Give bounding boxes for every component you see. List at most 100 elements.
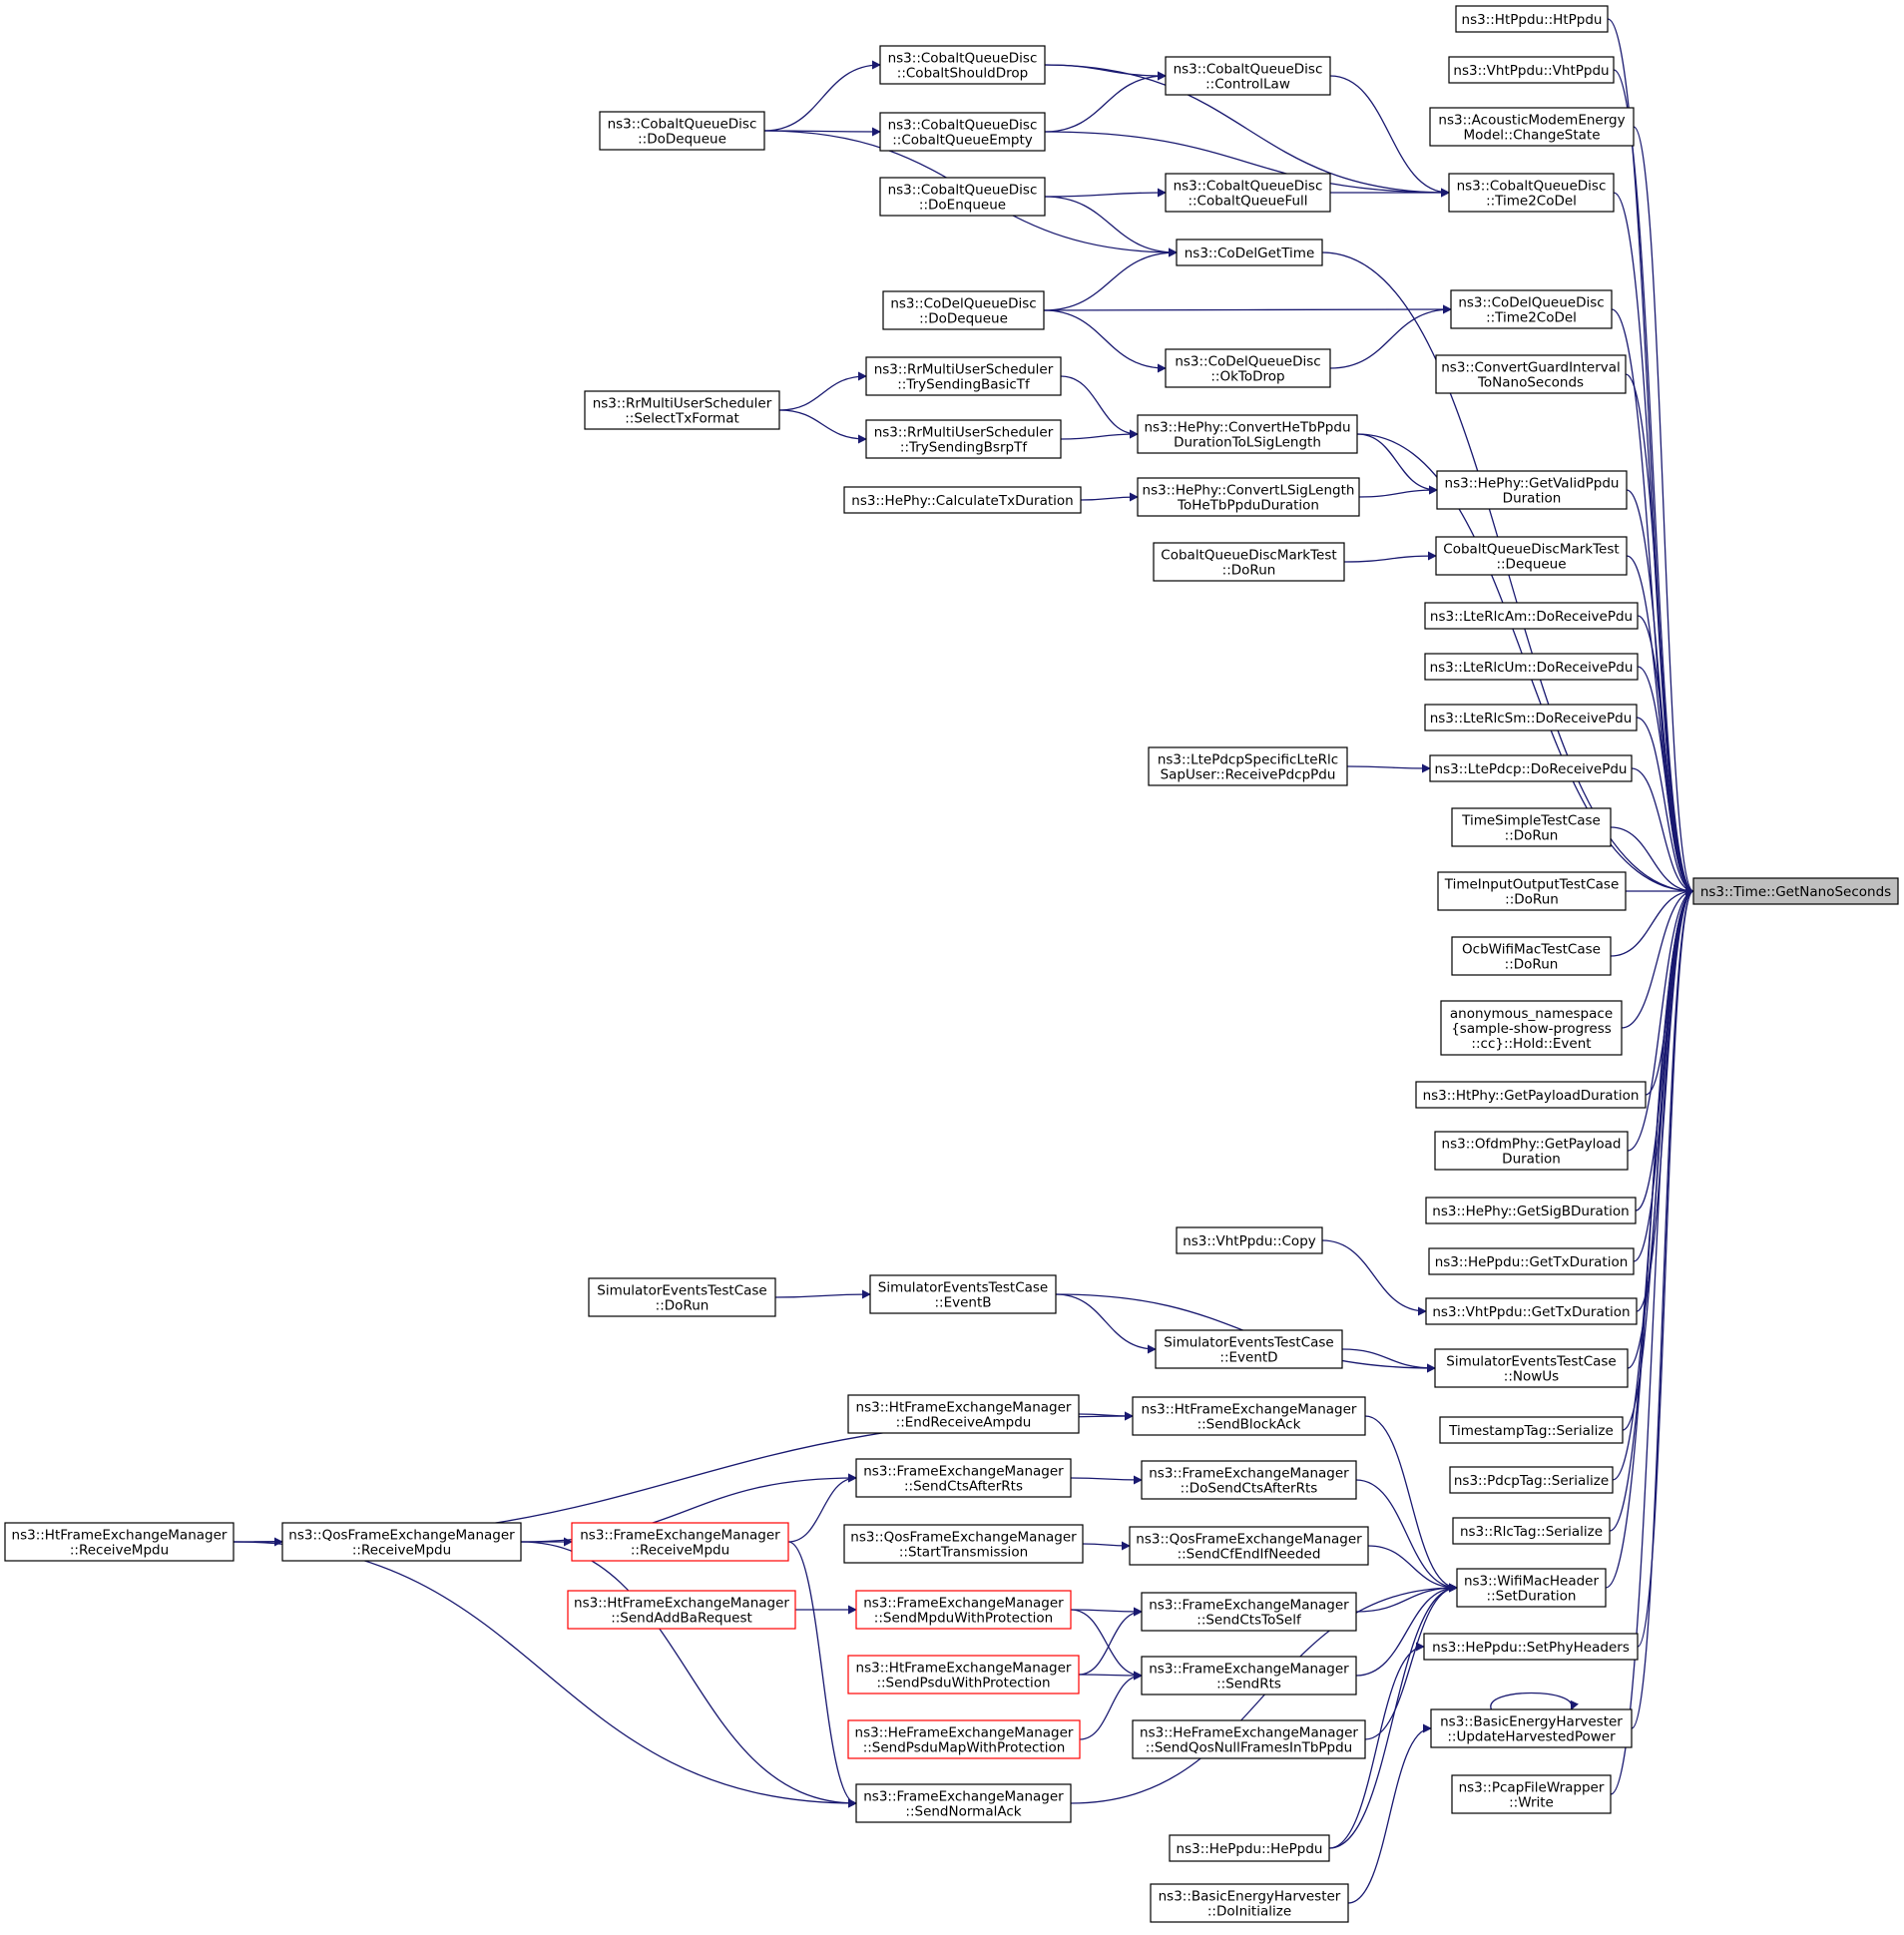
node-beh-do-init[interactable]: ns3::BasicEnergyHarvester::DoInitialize — [1150, 1883, 1349, 1923]
node-cobalt-time2-co-del[interactable]: ns3::CobaltQueueDisc::Time2CoDel — [1448, 173, 1615, 213]
node-ht-send-psdu-prot[interactable]: ns3::HtFrameExchangeManager::SendPsduWit… — [847, 1655, 1080, 1694]
node-pcap-write[interactable]: ns3::PcapFileWrapper::Write — [1451, 1774, 1612, 1814]
node-label: ::StartTransmission — [899, 1545, 1028, 1561]
node-ht-end-receive-ampdu[interactable]: ns3::HtFrameExchangeManager::EndReceiveA… — [847, 1394, 1080, 1434]
node-label: ::Time2CoDel — [1486, 310, 1577, 326]
node-cobalt-do-dequeue[interactable]: ns3::CobaltQueueDisc::DoDequeue — [599, 111, 765, 151]
node-fem-send-mpdu-prot[interactable]: ns3::FrameExchangeManager::SendMpduWithP… — [855, 1590, 1072, 1630]
node-he-ppdu-set-phy[interactable]: ns3::HePpdu::SetPhyHeaders — [1423, 1633, 1639, 1661]
node-label: ::DoDequeue — [638, 132, 726, 148]
node-box — [847, 1394, 1080, 1434]
node-fem-send-normal-ack[interactable]: ns3::FrameExchangeManager::SendNormalAck — [855, 1783, 1072, 1823]
node-timestamp-ser[interactable]: TimestampTag::Serialize — [1439, 1416, 1624, 1444]
node-label: ns3::HePpdu::SetPhyHeaders — [1432, 1640, 1630, 1656]
node-try-sending-bsrp-tf[interactable]: ns3::RrMultiUserScheduler::TrySendingBsr… — [865, 419, 1062, 459]
node-qos-receive-mpdu[interactable]: ns3::QosFrameExchangeManager::ReceiveMpd… — [281, 1522, 522, 1562]
node-fem-receive-mpdu[interactable]: ns3::FrameExchangeManager::ReceiveMpdu — [571, 1522, 789, 1562]
node-he-phy-sig-b[interactable]: ns3::HePhy::GetSigBDuration — [1425, 1197, 1637, 1224]
node-ht-receive-mpdu[interactable]: ns3::HtFrameExchangeManager::ReceiveMpdu — [4, 1522, 235, 1562]
node-box — [281, 1522, 522, 1562]
node-label: ns3::LtePdcpSpecificLteRlc — [1158, 752, 1338, 768]
node-lte-pdcp-do-receive[interactable]: ns3::LtePdcp::DoReceivePdu — [1429, 754, 1633, 782]
node-cobalt-queue-full[interactable]: ns3::CobaltQueueDisc::CobaltQueueFull — [1165, 173, 1331, 213]
edge-select-tx-format-to-try-sending-bsrp-tf — [778, 409, 867, 444]
node-acoustic-change-state[interactable]: ns3::AcousticModemEnergyModel::ChangeSta… — [1429, 107, 1635, 147]
node-anon-hold[interactable]: anonymous_namespace{sample-show-progress… — [1440, 1000, 1623, 1056]
edge-lte-pdcp-do-receive-to-get-nano-seconds — [1631, 767, 1694, 896]
node-ht-phy-payload[interactable]: ns3::HtPhy::GetPayloadDuration — [1415, 1081, 1647, 1109]
node-sim-do-run[interactable]: SimulatorEventsTestCase::DoRun — [588, 1277, 776, 1317]
node-fem-send-cts-after-rts[interactable]: ns3::FrameExchangeManager::SendCtsAfterR… — [855, 1458, 1072, 1498]
node-co-del-get-time[interactable]: ns3::CoDelGetTime — [1176, 239, 1323, 266]
node-label: ::CobaltShouldDrop — [897, 66, 1028, 82]
node-cobalt-do-enqueue[interactable]: ns3::CobaltQueueDisc::DoEnqueue — [879, 177, 1046, 217]
node-label: ns3::FrameExchangeManager — [580, 1528, 780, 1544]
node-he-send-psdu-map[interactable]: ns3::HeFrameExchangeManager::SendPsduMap… — [847, 1719, 1081, 1759]
node-lte-rlc-sm[interactable]: ns3::LteRlcSm::DoReceivePdu — [1424, 704, 1638, 731]
node-ocb-wifi[interactable]: OcbWifiMacTestCase::DoRun — [1451, 936, 1612, 976]
node-vht-ppdu-copy[interactable]: ns3::VhtPpdu::Copy — [1176, 1226, 1323, 1254]
node-cobalt-control-law[interactable]: ns3::CobaltQueueDisc::ControlLaw — [1165, 56, 1331, 96]
node-box — [869, 1274, 1057, 1314]
node-ht-send-add-ba[interactable]: ns3::HtFrameExchangeManager::SendAddBaRe… — [567, 1590, 796, 1630]
node-he-send-qos-null[interactable]: ns3::HeFrameExchangeManager::SendQosNull… — [1132, 1719, 1366, 1759]
node-label: ns3::FrameExchangeManager — [863, 1464, 1064, 1480]
node-co-del-ok-to-drop[interactable]: ns3::CoDelQueueDisc::OkToDrop — [1165, 348, 1331, 388]
node-fem-send-rts[interactable]: ns3::FrameExchangeManager::SendRts — [1141, 1656, 1357, 1695]
node-convert-he-tb-ppdu[interactable]: ns3::HePhy::ConvertHeTbPpduDurationToLSi… — [1137, 414, 1358, 454]
node-sim-event-b[interactable]: SimulatorEventsTestCase::EventB — [869, 1274, 1057, 1314]
node-label: ns3::HtFrameExchangeManager — [574, 1596, 789, 1612]
node-ht-send-block-ack[interactable]: ns3::HtFrameExchangeManager::SendBlockAc… — [1132, 1396, 1366, 1436]
node-box — [855, 1590, 1072, 1630]
node-time-simple[interactable]: TimeSimpleTestCase::DoRun — [1451, 807, 1612, 847]
node-vht-ppdu-tx[interactable]: ns3::VhtPpdu::GetTxDuration — [1425, 1297, 1638, 1325]
edge-co-del-ok-to-drop-to-co-del-time2-co-del — [1329, 304, 1452, 369]
node-convert-lsig[interactable]: ns3::HePhy::ConvertLSigLengthToHeTbPpduD… — [1137, 477, 1360, 517]
node-select-tx-format[interactable]: ns3::RrMultiUserScheduler::SelectTxForma… — [584, 390, 780, 430]
edge-cobalt-do-enqueue-to-cobalt-queue-full — [1044, 188, 1167, 198]
node-time-input-output[interactable]: TimeInputOutputTestCase::DoRun — [1437, 871, 1627, 911]
node-label: SimulatorEventsTestCase — [1446, 1354, 1616, 1370]
node-ht-ppdu[interactable]: ns3::HtPpdu::HtPpdu — [1455, 5, 1609, 33]
node-mark-test-dequeue[interactable]: CobaltQueueDiscMarkTest::Dequeue — [1435, 536, 1628, 576]
node-label: ::SendBlockAck — [1197, 1417, 1301, 1433]
edge-he-ppdu-set-phy-to-get-nano-seconds — [1637, 886, 1694, 1648]
node-sim-event-d[interactable]: SimulatorEventsTestCase::EventD — [1155, 1329, 1343, 1369]
node-he-ppdu-ctor[interactable]: ns3::HePpdu::HePpdu — [1169, 1834, 1330, 1862]
node-pdcp-tag-ser[interactable]: ns3::PdcpTag::Serialize — [1449, 1466, 1614, 1494]
node-qos-send-cf-end[interactable]: ns3::QosFrameExchangeManager::SendCfEndI… — [1129, 1526, 1369, 1566]
node-try-sending-basic-tf[interactable]: ns3::RrMultiUserScheduler::TrySendingBas… — [865, 356, 1062, 396]
node-get-nano-seconds[interactable]: ns3::Time::GetNanoSeconds — [1692, 877, 1899, 905]
node-rlc-tag-ser[interactable]: ns3::RlcTag::Serialize — [1452, 1517, 1611, 1545]
node-lte-rlc-um[interactable]: ns3::LteRlcUm::DoReceivePdu — [1424, 653, 1639, 681]
node-qos-start-tx[interactable]: ns3::QosFrameExchangeManager::StartTrans… — [843, 1524, 1084, 1564]
node-cobalt-should-drop[interactable]: ns3::CobaltQueueDisc::CobaltShouldDrop — [879, 45, 1046, 85]
edge-he-ppdu-ctor-to-wifi-set-duration — [1328, 1583, 1458, 1849]
node-update-harvested[interactable]: ns3::BasicEnergyHarvester::UpdateHarvest… — [1430, 1708, 1633, 1748]
edge-fem-receive-mpdu-to-fem-send-cts-after-rts — [787, 1473, 857, 1543]
edge-sim-event-d-to-sim-now-us — [1341, 1348, 1436, 1373]
node-box — [1435, 536, 1628, 576]
node-co-del-time2-co-del[interactable]: ns3::CoDelQueueDisc::Time2CoDel — [1450, 289, 1613, 329]
node-label: ns3::CobaltQueueDisc — [1174, 179, 1323, 195]
node-he-ppdu-tx[interactable]: ns3::HePpdu::GetTxDuration — [1428, 1247, 1635, 1275]
node-fem-send-cts-to-self[interactable]: ns3::FrameExchangeManager::SendCtsToSelf — [1141, 1592, 1357, 1632]
node-vht-ppdu-ctor[interactable]: ns3::VhtPpdu::VhtPpdu — [1448, 56, 1615, 84]
node-fem-do-send-cts[interactable]: ns3::FrameExchangeManager::DoSendCtsAfte… — [1141, 1460, 1357, 1500]
node-cobalt-queue-empty[interactable]: ns3::CobaltQueueDisc::CobaltQueueEmpty — [879, 112, 1046, 152]
node-label: ::CobaltQueueFull — [1188, 194, 1307, 210]
edge-lte-rlc-um-to-get-nano-seconds — [1637, 666, 1694, 896]
node-mark-test-do-run[interactable]: CobaltQueueDiscMarkTest::DoRun — [1153, 542, 1345, 582]
node-lte-rlc-am[interactable]: ns3::LteRlcAm::DoReceivePdu — [1424, 602, 1639, 630]
node-co-del-do-dequeue[interactable]: ns3::CoDelQueueDisc::DoDequeue — [882, 290, 1045, 330]
node-pdcp-specific[interactable]: ns3::LtePdcpSpecificLteRlcSapUser::Recei… — [1148, 746, 1348, 786]
node-calc-tx-duration[interactable]: ns3::HePhy::CalculateTxDuration — [843, 486, 1082, 514]
node-wifi-set-duration[interactable]: ns3::WifiMacHeader::SetDuration — [1456, 1568, 1607, 1608]
node-box — [1425, 1297, 1638, 1325]
node-ofdm-phy-payload[interactable]: ns3::OfdmPhy::GetPayloadDuration — [1434, 1131, 1629, 1171]
node-box — [584, 390, 780, 430]
node-label: ns3::HePpdu::HePpdu — [1177, 1841, 1323, 1857]
node-sim-now-us[interactable]: SimulatorEventsTestCase::NowUs — [1434, 1348, 1629, 1388]
